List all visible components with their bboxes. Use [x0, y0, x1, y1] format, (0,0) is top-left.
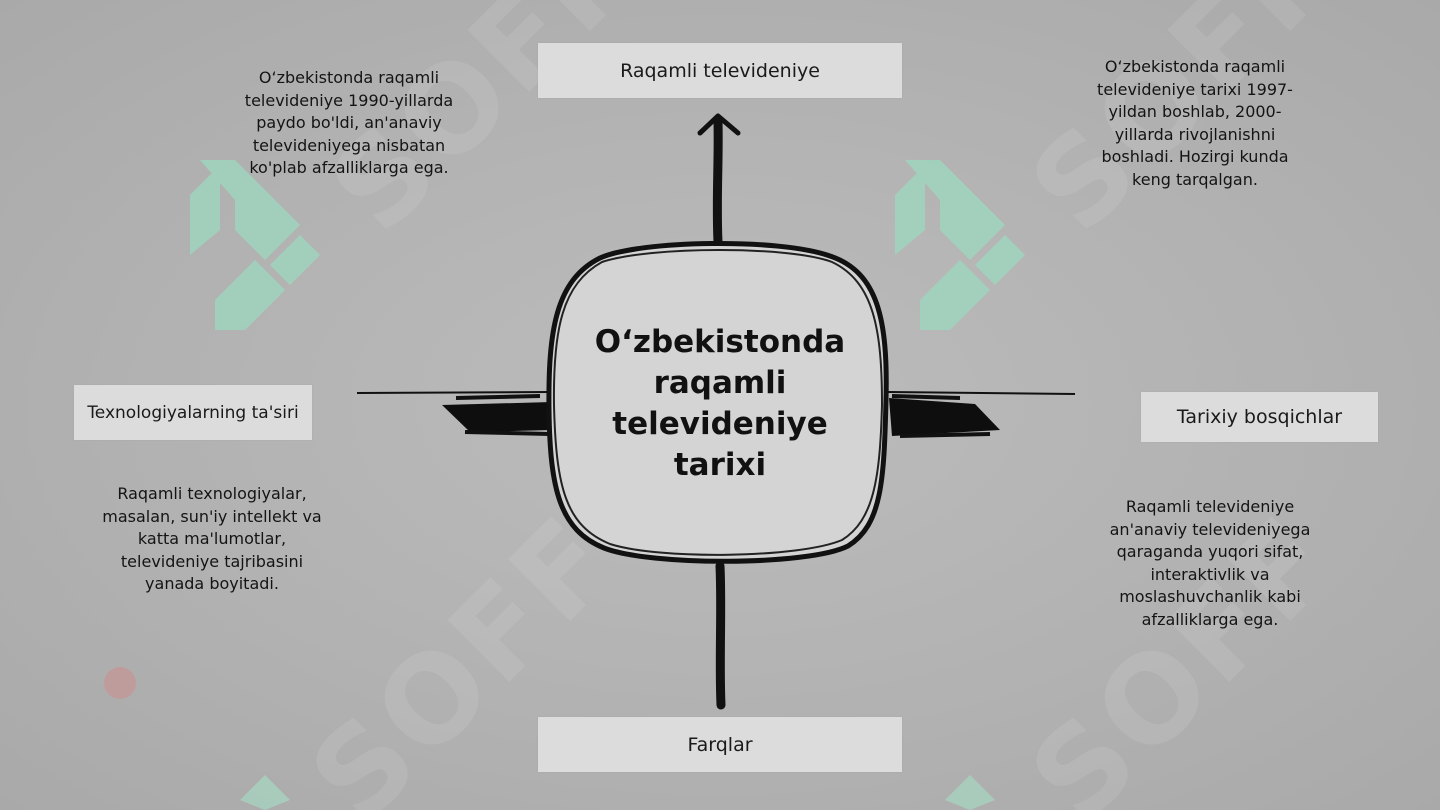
center-node-shape — [546, 241, 889, 564]
branch-top-label: Raqamli televideniye — [620, 59, 820, 82]
branch-bottom-label-box: Farqlar — [538, 717, 902, 772]
note-top-right: O‘zbekistonda raqamli televideniye tarix… — [1097, 57, 1293, 189]
branch-right-label-box: Tarixiy bosqichlar — [1141, 392, 1378, 442]
watermark-logo-bottom-left — [240, 775, 290, 810]
branch-top-label-box: Raqamli televideniye — [538, 43, 902, 98]
line-down-connector — [715, 561, 726, 710]
note-left: Raqamli texnologiyalar, masalan, sun'iy … — [102, 484, 322, 593]
watermark-logo-right — [895, 160, 1025, 330]
line-left-connector — [356, 391, 552, 436]
line-right-connector — [887, 391, 1076, 438]
branch-left-label-box: Texnologiyalarning ta'siri — [74, 385, 312, 440]
watermark-logo-left — [190, 160, 320, 330]
note-top-left: O‘zbekistonda raqamli televideniye 1990-… — [244, 68, 454, 177]
watermark-dot — [104, 667, 136, 699]
branch-left-label: Texnologiyalarning ta'siri — [87, 402, 299, 423]
branch-bottom-label: Farqlar — [687, 733, 753, 756]
center-node-title: O‘zbekistonda raqamli televideniye tarix… — [594, 324, 846, 483]
branch-right-label: Tarixiy bosqichlar — [1176, 406, 1343, 428]
watermark-logo-bottom-right — [945, 775, 995, 810]
note-right: Raqamli televideniye an'anaviy televiden… — [1109, 497, 1311, 629]
arrow-up-connector — [697, 113, 741, 247]
